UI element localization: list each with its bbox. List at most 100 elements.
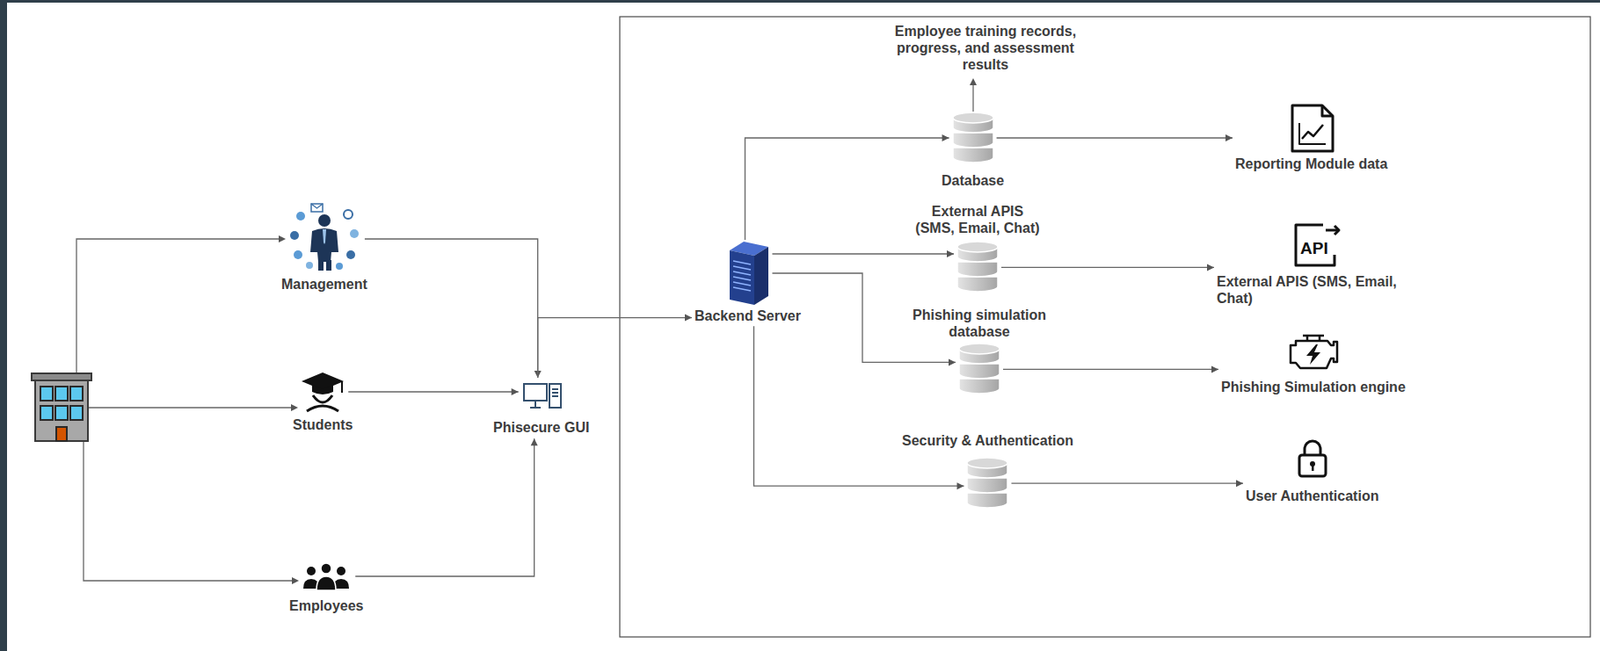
connector xyxy=(1003,365,1219,373)
building-wires xyxy=(76,239,293,582)
window xyxy=(70,406,83,421)
lock-icon xyxy=(1299,441,1326,477)
database-icon xyxy=(967,458,1008,509)
gui-icon xyxy=(523,384,561,408)
connector-line xyxy=(1001,267,1215,269)
document xyxy=(1292,105,1333,152)
shoulders xyxy=(306,406,339,412)
management-icon xyxy=(290,203,359,271)
connector-line xyxy=(1010,483,1244,485)
arrowhead xyxy=(942,134,950,142)
connector-line xyxy=(355,438,534,577)
chart-line xyxy=(1301,124,1324,139)
tower-slots xyxy=(552,389,559,397)
window xyxy=(70,386,83,401)
arrow-head xyxy=(1334,225,1339,235)
icon-node: User Authentication xyxy=(1245,442,1379,505)
arrowhead xyxy=(1211,365,1219,373)
connector-line xyxy=(771,253,954,255)
person-head xyxy=(320,563,332,575)
connector xyxy=(1001,263,1215,271)
icon-slot xyxy=(952,112,995,164)
icon-node: Phishing Simulation engine xyxy=(1221,333,1406,396)
node-label: Phishing Simulation engine xyxy=(1221,378,1406,396)
arrowhead xyxy=(946,250,954,258)
arrowhead xyxy=(290,404,299,412)
icon-slot xyxy=(1297,442,1328,478)
bolt xyxy=(1306,344,1321,365)
page-ground xyxy=(7,2,1600,651)
connector-line xyxy=(753,326,964,487)
connector-line xyxy=(348,391,518,393)
icon-slot xyxy=(724,241,771,306)
arrowhead xyxy=(969,78,977,86)
node-label: Phishing simulation database xyxy=(904,306,1055,341)
person-head xyxy=(306,567,316,576)
leader-arrow xyxy=(969,78,977,112)
icon-slot xyxy=(299,372,346,412)
node-label: User Authentication xyxy=(1245,487,1379,505)
employees-icon xyxy=(303,563,350,591)
person-body xyxy=(316,576,336,591)
connector xyxy=(355,438,538,577)
building-body xyxy=(35,378,88,442)
node-label: Management xyxy=(281,276,368,293)
arrowhead xyxy=(278,235,286,243)
mini-icon xyxy=(296,211,306,221)
connector-line xyxy=(538,318,692,379)
icon-slot xyxy=(286,207,363,271)
envelope xyxy=(311,203,323,212)
wire xyxy=(83,442,293,582)
lock-body xyxy=(1299,455,1326,477)
icon-slot xyxy=(958,343,1001,395)
server-icon xyxy=(729,241,769,306)
icon-node: Phishing simulation database xyxy=(904,306,1055,395)
tassel xyxy=(341,381,343,393)
icon-slot xyxy=(966,458,1009,510)
icon-node: Security & Authentication xyxy=(901,432,1074,510)
engine-icon xyxy=(1290,335,1338,369)
face xyxy=(312,395,333,403)
window xyxy=(40,406,53,421)
tower xyxy=(549,384,561,408)
person-head xyxy=(318,214,331,227)
database-icon xyxy=(952,112,994,163)
icon-node: External APIS (SMS, Email, Chat) xyxy=(912,203,1043,293)
annotation: Employee training records, progress, and… xyxy=(884,22,1087,74)
person-leg xyxy=(326,260,332,271)
mini-icon xyxy=(343,210,353,219)
system-boundary xyxy=(619,16,1591,638)
envelope-flap xyxy=(311,203,323,209)
monitor xyxy=(523,384,547,401)
connector xyxy=(538,314,692,379)
node-label: External APIS (SMS, Email, Chat) xyxy=(912,203,1043,237)
icon-node: Reporting Module data xyxy=(1235,103,1388,173)
database-icon xyxy=(957,241,998,292)
monitor-stand xyxy=(530,400,541,408)
api-icon xyxy=(1295,225,1339,266)
icon-slot xyxy=(1287,333,1339,371)
person-leg xyxy=(318,260,324,271)
door xyxy=(56,427,67,442)
mini-icon xyxy=(346,250,356,260)
arrowhead xyxy=(1207,263,1215,271)
building-roof xyxy=(31,373,92,381)
arrowhead xyxy=(956,482,964,490)
arrowhead xyxy=(1225,134,1233,142)
arrowhead xyxy=(684,314,692,322)
connector xyxy=(996,134,1233,142)
server-slots xyxy=(733,261,751,291)
student-icon xyxy=(301,372,344,412)
connector-line xyxy=(996,137,1233,139)
building-icon xyxy=(31,373,92,442)
connector xyxy=(364,239,542,379)
connector xyxy=(348,388,518,396)
keyhole-slot xyxy=(1311,465,1315,472)
icon-node: Phisecure GUI xyxy=(493,380,590,437)
arrowhead xyxy=(1236,480,1244,488)
mini-icon xyxy=(305,261,313,270)
mini-icon xyxy=(290,231,299,240)
node-label: Reporting Module data xyxy=(1235,155,1388,173)
